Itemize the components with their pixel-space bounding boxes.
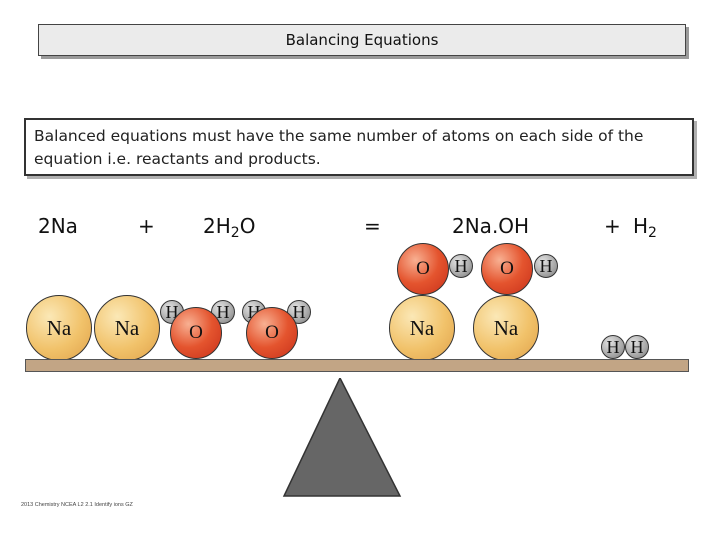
reactant-sodium-label: 2Na	[38, 214, 78, 238]
description-box: Balanced equations must have the same nu…	[24, 118, 694, 176]
water-tail: O	[239, 214, 256, 238]
product-sodium-hydroxide-label: 2Na.OH	[452, 214, 530, 238]
oxygen-atom: O	[481, 243, 533, 295]
oxygen-atom: O	[170, 307, 222, 359]
equals-sign: =	[364, 214, 381, 238]
hydrogen-subscript: 2	[648, 225, 657, 241]
reactant-water-label: 2H2O	[203, 214, 255, 241]
hydrogen-atom: H	[601, 335, 625, 359]
hydrogen-main: H	[633, 214, 649, 238]
plus-sign-1: +	[138, 214, 155, 238]
hydrogen-atom: H	[625, 335, 649, 359]
plus-sign-2: +	[604, 214, 621, 238]
water-main: 2H	[203, 214, 231, 238]
hydrogen-atom: H	[449, 254, 473, 278]
balance-beam	[25, 359, 689, 372]
water-subscript: 2	[230, 225, 240, 241]
sodium-atom: Na	[473, 295, 539, 361]
hydrogen-atom: H	[534, 254, 558, 278]
slide-title: Balancing Equations	[38, 24, 686, 56]
fulcrum-triangle-icon	[282, 378, 402, 497]
footer-caption: 2013 Chemistry NCEA L2 2.1 Identify ions…	[21, 502, 133, 508]
sodium-atom: Na	[26, 295, 92, 361]
sodium-atom: Na	[94, 295, 160, 361]
oxygen-atom: O	[246, 307, 298, 359]
product-hydrogen-label: H2	[633, 214, 657, 241]
sodium-atom: Na	[389, 295, 455, 361]
oxygen-atom: O	[397, 243, 449, 295]
